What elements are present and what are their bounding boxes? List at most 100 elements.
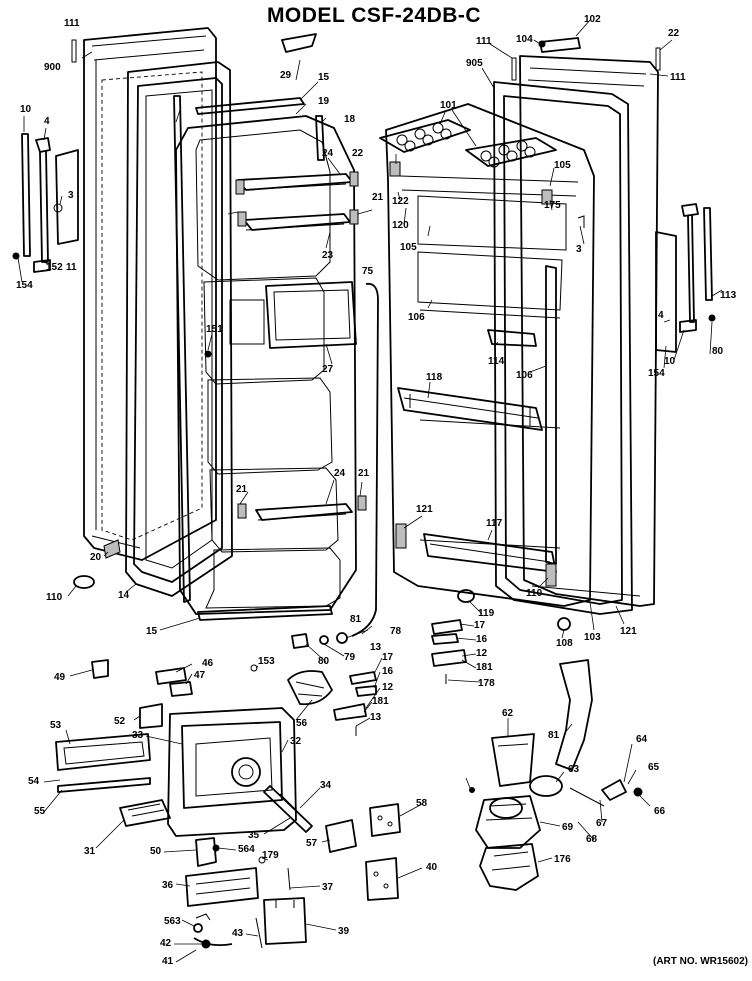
callout-label: 181 (372, 696, 389, 707)
callout-label: 80 (318, 656, 330, 667)
art-number: (ART NO. WR15602) (652, 956, 748, 967)
callout-label: 16 (476, 634, 488, 645)
callout-label: 35 (248, 830, 260, 841)
callout-label: 21 (358, 468, 370, 479)
callout-label: 111 (64, 18, 80, 29)
callout-label: 181 (476, 662, 493, 673)
callout-label: 110 (46, 592, 63, 603)
callout-label: 4 (658, 310, 664, 321)
drain-tube-75 (351, 282, 379, 637)
callout-label: 21 (236, 484, 248, 495)
callout-label: 110 (526, 588, 543, 599)
callout-label: 47 (194, 670, 206, 681)
callout-label: 111 (476, 36, 492, 47)
callout-label: 10 (20, 104, 32, 115)
callout-label: 178 (478, 678, 495, 689)
callout-label: 50 (150, 846, 162, 857)
callout-label: 111 (670, 72, 686, 83)
callout-label: 10 (664, 356, 676, 367)
callout-label: 27 (322, 364, 334, 375)
callout-label: 65 (648, 762, 660, 773)
actuator-parts (185, 819, 357, 949)
egg-trays-122 (379, 119, 557, 168)
callout-label: 40 (426, 862, 438, 873)
leader-lines (17, 19, 723, 963)
fresh-food-door-gasket (493, 81, 633, 615)
left-hinge-parts (12, 39, 79, 273)
callout-label: 121 (416, 504, 433, 515)
callout-label: 176 (554, 854, 571, 865)
callout-label: 15 (146, 626, 158, 637)
freezer-door-gasket (125, 61, 233, 597)
callout-label: 42 (160, 938, 172, 949)
callout-label: 57 (306, 838, 318, 849)
callout-label: 62 (502, 708, 514, 719)
callout-label: 66 (654, 806, 666, 817)
callout-label: 58 (416, 798, 428, 809)
callout-label: 121 (620, 626, 637, 637)
callout-label: 108 (556, 638, 573, 649)
callout-label: 3 (576, 244, 582, 255)
callout-label: 563 (164, 916, 181, 927)
dairy-and-door-shelves (389, 161, 557, 587)
callout-label: 31 (84, 846, 96, 857)
callout-label: 17 (382, 652, 394, 663)
callout-label: 43 (232, 928, 244, 939)
callout-label: 179 (262, 850, 279, 861)
callout-label: 118 (426, 372, 443, 383)
callout-label: 22 (352, 148, 364, 159)
callout-label: 39 (338, 926, 350, 937)
freezer-door-liner (175, 115, 357, 615)
callout-label: 900 (44, 62, 61, 73)
dispenser-side-parts (55, 659, 258, 827)
callout-label: 119 (478, 608, 495, 619)
callout-label: 20 (90, 552, 102, 563)
callout-label: 41 (162, 956, 174, 967)
callout-label: 24 (322, 148, 334, 159)
callout-label: 37 (322, 882, 334, 893)
callout-label: 152 (46, 262, 63, 273)
callout-label: 154 (648, 368, 665, 379)
callout-label: 102 (584, 14, 601, 25)
callout-label: 101 (440, 100, 457, 111)
dispenser-motor (287, 670, 333, 706)
callout-label: 36 (162, 880, 174, 891)
callout-label: 64 (636, 734, 648, 745)
callout-label: 106 (408, 312, 425, 323)
right-hinge-parts (511, 37, 716, 353)
callout-label: 24 (334, 468, 346, 479)
ice-crusher-parts (469, 659, 643, 891)
freezer-trim-strips (173, 95, 333, 621)
callout-label: 81 (548, 730, 560, 741)
callout-label: 79 (344, 652, 356, 663)
callout-label: 11 (66, 262, 77, 273)
callout-label: 56 (296, 718, 308, 729)
callout-label: 80 (712, 346, 724, 357)
dispenser-housing (167, 707, 313, 837)
callout-label: 19 (318, 96, 330, 107)
callout-label: 114 (488, 356, 505, 367)
callout-label: 18 (344, 114, 356, 125)
callout-label: 113 (720, 290, 737, 301)
callout-label: 78 (390, 626, 402, 637)
callout-label: 12 (476, 648, 488, 659)
callout-label: 151 (206, 324, 223, 335)
dispenser-recess (229, 281, 357, 349)
callout-label: 33 (132, 730, 144, 741)
callout-label: 68 (586, 834, 598, 845)
fresh-food-door-liner (385, 103, 595, 607)
callout-label: 4 (44, 116, 50, 127)
callout-label: 3 (68, 190, 74, 201)
callout-label: 105 (400, 242, 417, 253)
callout-label: 105 (554, 160, 571, 171)
freezer-small-parts (73, 33, 317, 589)
callout-label: 905 (466, 58, 483, 69)
callout-label: 153 (258, 656, 275, 667)
callout-label: 46 (202, 658, 214, 669)
callout-label: 53 (50, 720, 62, 731)
callout-label: 55 (34, 806, 46, 817)
callout-label: 154 (16, 280, 33, 291)
callout-label: 32 (290, 736, 302, 747)
